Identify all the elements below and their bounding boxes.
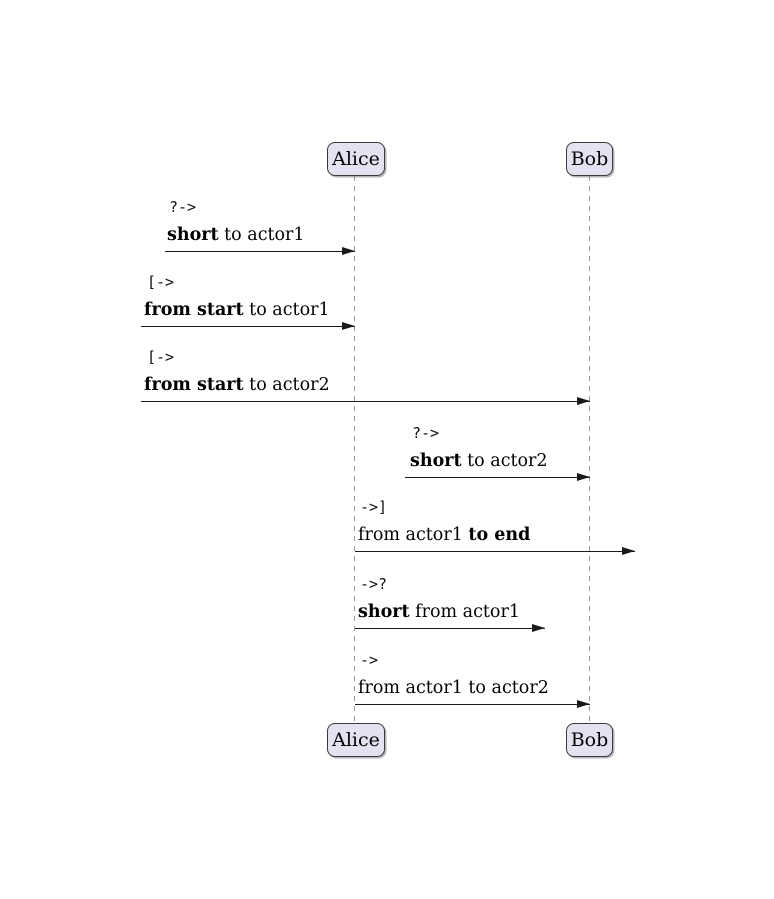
message-operator: -> [360,651,379,669]
arrowhead-icon [532,623,545,632]
message-operator: [-> [147,273,175,291]
arrowhead-icon [577,699,590,708]
lifeline-bob [589,176,590,723]
message-operator: ?-> [412,424,440,442]
message-operator: [-> [147,348,175,366]
actor-box-bob-top: Bob [566,142,613,176]
arrowhead-icon [577,396,590,405]
message-label-part: from actor1 [358,525,469,545]
arrowhead-icon [342,246,355,255]
message-label-part: to actor2 [243,375,330,395]
message-arrow [165,246,355,255]
message-label: short to actor2 [410,450,548,472]
actor-name: Bob [570,148,609,170]
actor-name: Alice [332,729,380,751]
arrowhead-icon [577,472,590,481]
arrowhead-icon [622,546,635,555]
message-label-part: from start [144,300,244,320]
lifeline-alice [354,176,355,723]
message-label: short to actor1 [167,224,305,246]
message-arrow [141,321,355,330]
message-operator: ->? [360,575,388,593]
message-label-part: to end [468,525,531,545]
message-label-part: short [410,451,462,471]
message-arrow [355,546,635,555]
message-label-part: from actor1 [409,602,520,622]
message-label-part: to actor1 [243,300,330,320]
message-operator: ?-> [169,198,197,216]
actor-box-alice-top: Alice [327,142,385,176]
message-label: from actor1 to actor2 [358,677,549,699]
message-label: from actor1 to end [358,524,530,546]
message-label: from start to actor1 [144,299,330,321]
actor-box-bob-bottom: Bob [566,723,613,757]
message-label: short from actor1 [358,601,520,623]
message-label: from start to actor2 [144,374,330,396]
arrowhead-icon [342,321,355,330]
actor-name: Alice [332,148,380,170]
message-label-part: from start [144,375,244,395]
message-operator: ->] [360,498,388,516]
message-arrow [355,699,590,708]
message-label-part: short [358,602,410,622]
message-label-part: from actor1 to actor2 [358,678,549,698]
message-label-part: short [167,225,219,245]
message-label-part: to actor1 [218,225,305,245]
message-arrow [141,396,590,405]
message-label-part: to actor2 [461,451,548,471]
message-arrow [355,623,545,632]
message-arrow [405,472,590,481]
actor-box-alice-bottom: Alice [327,723,385,757]
actor-name: Bob [570,729,609,751]
